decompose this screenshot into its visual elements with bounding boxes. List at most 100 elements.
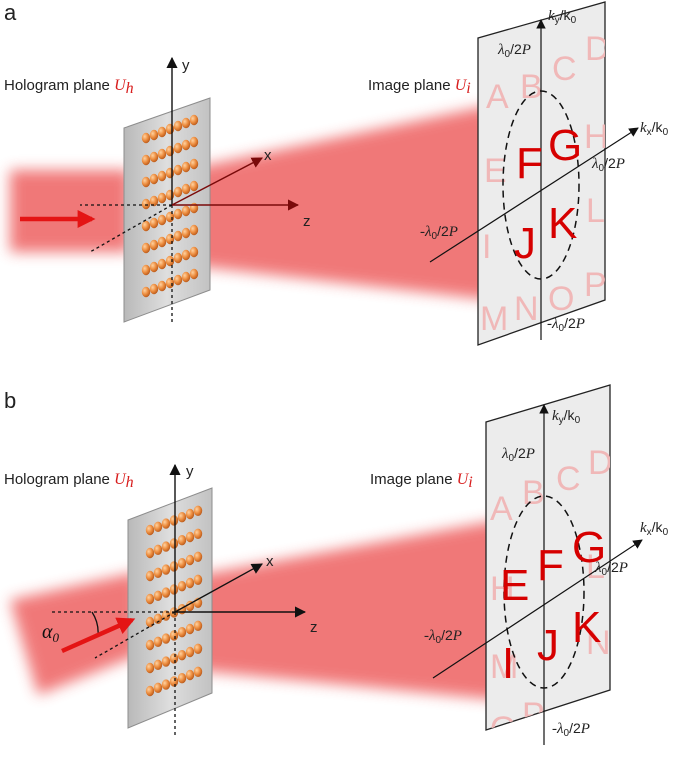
nanopillar	[173, 142, 183, 154]
nanopillar	[177, 581, 187, 592]
nanopillar	[153, 636, 163, 647]
panel-a: a y x z Hologram plane Uh Image plane Ui…	[4, 0, 669, 346]
nanopillar	[189, 246, 199, 258]
nanopillar	[173, 208, 183, 220]
background-letter: B	[522, 474, 545, 512]
nanopillar	[161, 679, 171, 690]
nanopillar	[193, 574, 203, 585]
kx-axis	[429, 127, 639, 263]
ky-label: ky/k0	[548, 7, 577, 26]
nanopillar	[145, 570, 155, 582]
image-plane-label: Image plane Ui	[370, 471, 473, 491]
nanopillar	[149, 151, 159, 163]
nanopillar	[141, 220, 151, 232]
ky-label: ky/k0	[552, 407, 581, 426]
nanopillar	[157, 126, 167, 138]
highlight-letter: G	[548, 121, 582, 170]
nanopillar	[153, 567, 163, 578]
nanopillar	[189, 136, 199, 148]
nanopillar	[177, 627, 187, 638]
nanopillar	[169, 515, 179, 526]
nanopillar	[177, 650, 187, 661]
nanopillar	[149, 283, 159, 295]
background-letter: M	[480, 300, 508, 338]
nanopillar	[185, 646, 195, 658]
limit-right-label: λ0/2P	[594, 559, 628, 578]
background-letter: D	[585, 30, 610, 68]
nanopillar	[165, 189, 175, 201]
hologram-plane-label: Hologram plane Uh	[4, 471, 134, 491]
nanopillar	[181, 271, 191, 283]
kx-label: kx/k0	[640, 119, 669, 138]
nanopillar	[157, 148, 167, 160]
nanopillar	[161, 587, 171, 598]
nanopillar	[193, 643, 203, 654]
nanopillar	[141, 286, 151, 298]
nanopillar	[185, 531, 195, 543]
limit-top-label: λ0/2P	[501, 445, 535, 464]
limit-left-label: -λ0/2P	[424, 627, 462, 646]
nanopillar	[177, 535, 187, 546]
nanopillar	[145, 593, 155, 605]
nanopillar	[153, 590, 163, 601]
highlight-letter: G	[572, 523, 606, 572]
nanopillar	[173, 252, 183, 264]
nanopillar	[161, 633, 171, 644]
nanopillar	[169, 676, 179, 687]
background-letter: O	[548, 280, 574, 318]
nanopillar	[181, 117, 191, 129]
nanopillar	[141, 198, 151, 210]
nanopillar-array	[145, 505, 203, 697]
nanopillar	[181, 183, 191, 195]
nanopillar	[189, 158, 199, 170]
nanopillar	[165, 123, 175, 135]
nanopillar	[181, 161, 191, 173]
nanopillar	[181, 227, 191, 239]
nanopillar	[185, 669, 195, 681]
nanopillar	[193, 551, 203, 562]
nanopillar	[141, 176, 151, 188]
nanopillar	[157, 192, 167, 204]
background-letter: L	[586, 548, 605, 586]
nanopillar	[189, 268, 199, 280]
nanopillar	[141, 264, 151, 276]
x-axis-label: x	[266, 553, 274, 570]
x-axis	[174, 563, 263, 613]
nanopillar	[145, 547, 155, 559]
nanopillar	[157, 236, 167, 248]
nanopillar	[161, 541, 171, 552]
y-axis-label: y	[182, 57, 190, 74]
background-letter: I	[482, 228, 491, 266]
nanopillar	[173, 186, 183, 198]
panel-b-label: b	[4, 388, 16, 413]
nanopillar	[169, 630, 179, 641]
limit-top-label: λ0/2P	[497, 41, 531, 60]
limit-right-label: λ0/2P	[591, 155, 625, 174]
limit-bottom-label: -λ0/2P	[547, 315, 585, 334]
background-letter: H	[584, 118, 609, 156]
highlight-letter: F	[516, 139, 543, 188]
highlight-letter: F	[537, 541, 564, 590]
nanopillar	[165, 277, 175, 289]
nanopillar	[141, 242, 151, 254]
nanopillar	[173, 230, 183, 242]
nanopillar	[173, 164, 183, 176]
nanopillar	[189, 224, 199, 236]
x-axis-label: x	[264, 147, 272, 164]
nanopillar	[185, 554, 195, 566]
nanopillar	[149, 129, 159, 141]
highlight-letter: E	[500, 561, 529, 610]
nanopillar	[181, 139, 191, 151]
nanopillar	[173, 274, 183, 286]
nanopillar	[185, 623, 195, 635]
panel-a-label: a	[4, 0, 17, 25]
incident-arrow	[61, 617, 136, 654]
nanopillar	[149, 217, 159, 229]
nanopillar	[157, 170, 167, 182]
image-plane-label: Image plane Ui	[368, 77, 471, 97]
nanopillar	[169, 584, 179, 595]
nanopillar	[145, 524, 155, 536]
nanopillar	[165, 233, 175, 245]
